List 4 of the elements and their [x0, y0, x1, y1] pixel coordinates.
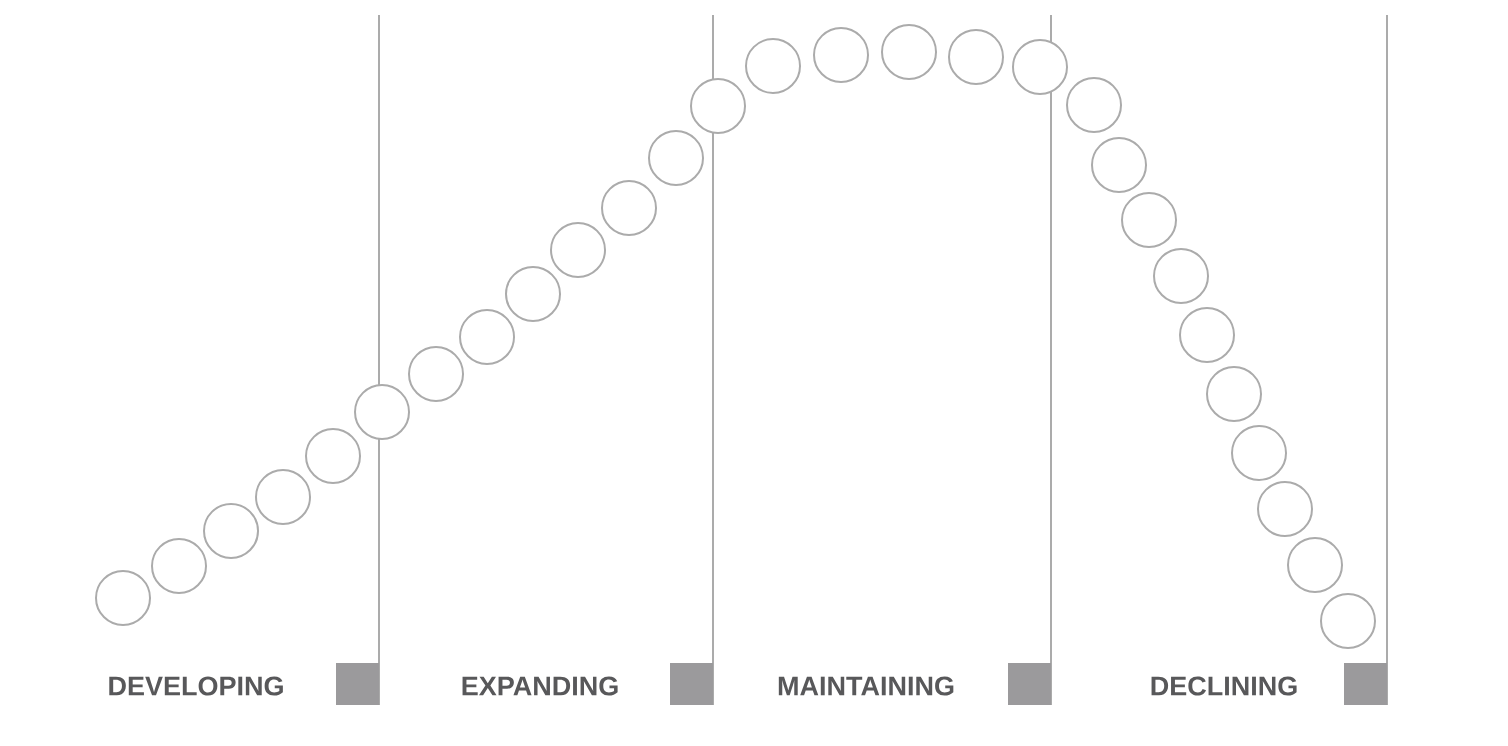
stage-label: EXPANDING — [462, 676, 618, 696]
stage-label: MAINTAINING — [778, 676, 954, 696]
stage-label: DECLINING — [1151, 676, 1297, 696]
stage-label: DEVELOPING — [109, 676, 283, 696]
